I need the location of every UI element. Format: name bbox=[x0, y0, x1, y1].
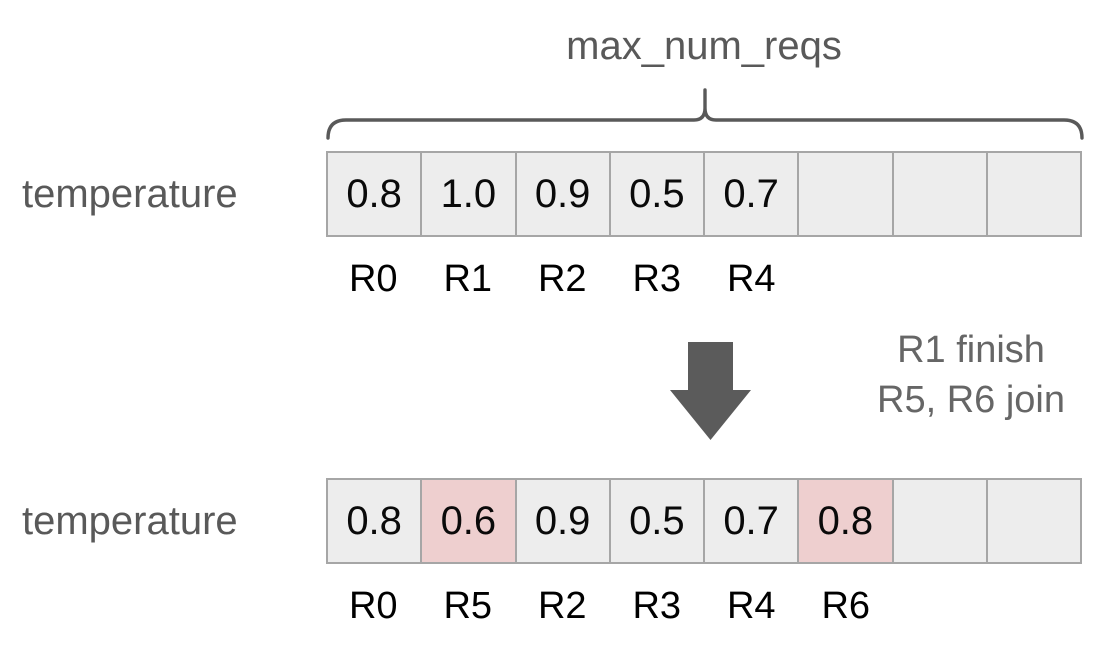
request-id-row-after: R0 R5 R2 R3 R4 R6 bbox=[326, 583, 1082, 629]
request-id-label: R2 bbox=[537, 258, 587, 300]
request-id-row-before: R0 R1 R2 R3 R4 bbox=[326, 256, 1082, 302]
array-cell-empty bbox=[893, 153, 988, 235]
array-cell-empty bbox=[987, 480, 1080, 562]
array-cell: 1.0 bbox=[422, 153, 517, 235]
array-cell-highlighted: 0.8 bbox=[799, 480, 894, 562]
array-cell-empty bbox=[987, 153, 1080, 235]
temperature-array-before: 0.8 1.0 0.9 0.5 0.7 bbox=[326, 151, 1082, 237]
request-id-label: R5 bbox=[443, 585, 493, 627]
array-cell-empty bbox=[893, 480, 988, 562]
request-id-label: R4 bbox=[726, 585, 776, 627]
max-num-reqs-label: max_num_reqs bbox=[566, 24, 842, 68]
temperature-label-after: temperature bbox=[22, 499, 238, 543]
array-cell: 0.7 bbox=[705, 153, 800, 235]
array-cell: 0.5 bbox=[610, 153, 705, 235]
temperature-array-after: 0.8 0.6 0.9 0.5 0.7 0.8 bbox=[326, 478, 1082, 564]
request-id-label: R2 bbox=[537, 585, 587, 627]
request-id-label: R3 bbox=[632, 585, 682, 627]
request-id-label: R4 bbox=[726, 258, 776, 300]
transition-note-line-1: R1 finish bbox=[897, 329, 1045, 371]
array-cell: 0.8 bbox=[328, 153, 423, 235]
request-id-label bbox=[988, 256, 1083, 302]
array-cell: 0.7 bbox=[705, 480, 800, 562]
transition-note-line-2: R5, R6 join bbox=[877, 379, 1065, 421]
capacity-brace-icon bbox=[326, 88, 1084, 140]
request-id-label bbox=[893, 583, 988, 629]
request-id-label: R0 bbox=[348, 585, 398, 627]
request-id-label bbox=[799, 256, 894, 302]
request-id-label: R3 bbox=[632, 258, 682, 300]
request-id-label: R0 bbox=[348, 258, 398, 300]
array-cell-empty bbox=[799, 153, 894, 235]
request-id-label bbox=[893, 256, 988, 302]
temperature-label-before: temperature bbox=[22, 172, 238, 216]
array-cell: 0.5 bbox=[610, 480, 705, 562]
array-cell: 0.9 bbox=[516, 480, 611, 562]
array-cell: 0.8 bbox=[328, 480, 423, 562]
request-id-label: R6 bbox=[821, 585, 871, 627]
request-id-label: R1 bbox=[443, 258, 493, 300]
request-id-label bbox=[988, 583, 1083, 629]
down-arrow-icon bbox=[670, 342, 751, 440]
array-cell-highlighted: 0.6 bbox=[422, 480, 517, 562]
array-cell: 0.9 bbox=[516, 153, 611, 235]
